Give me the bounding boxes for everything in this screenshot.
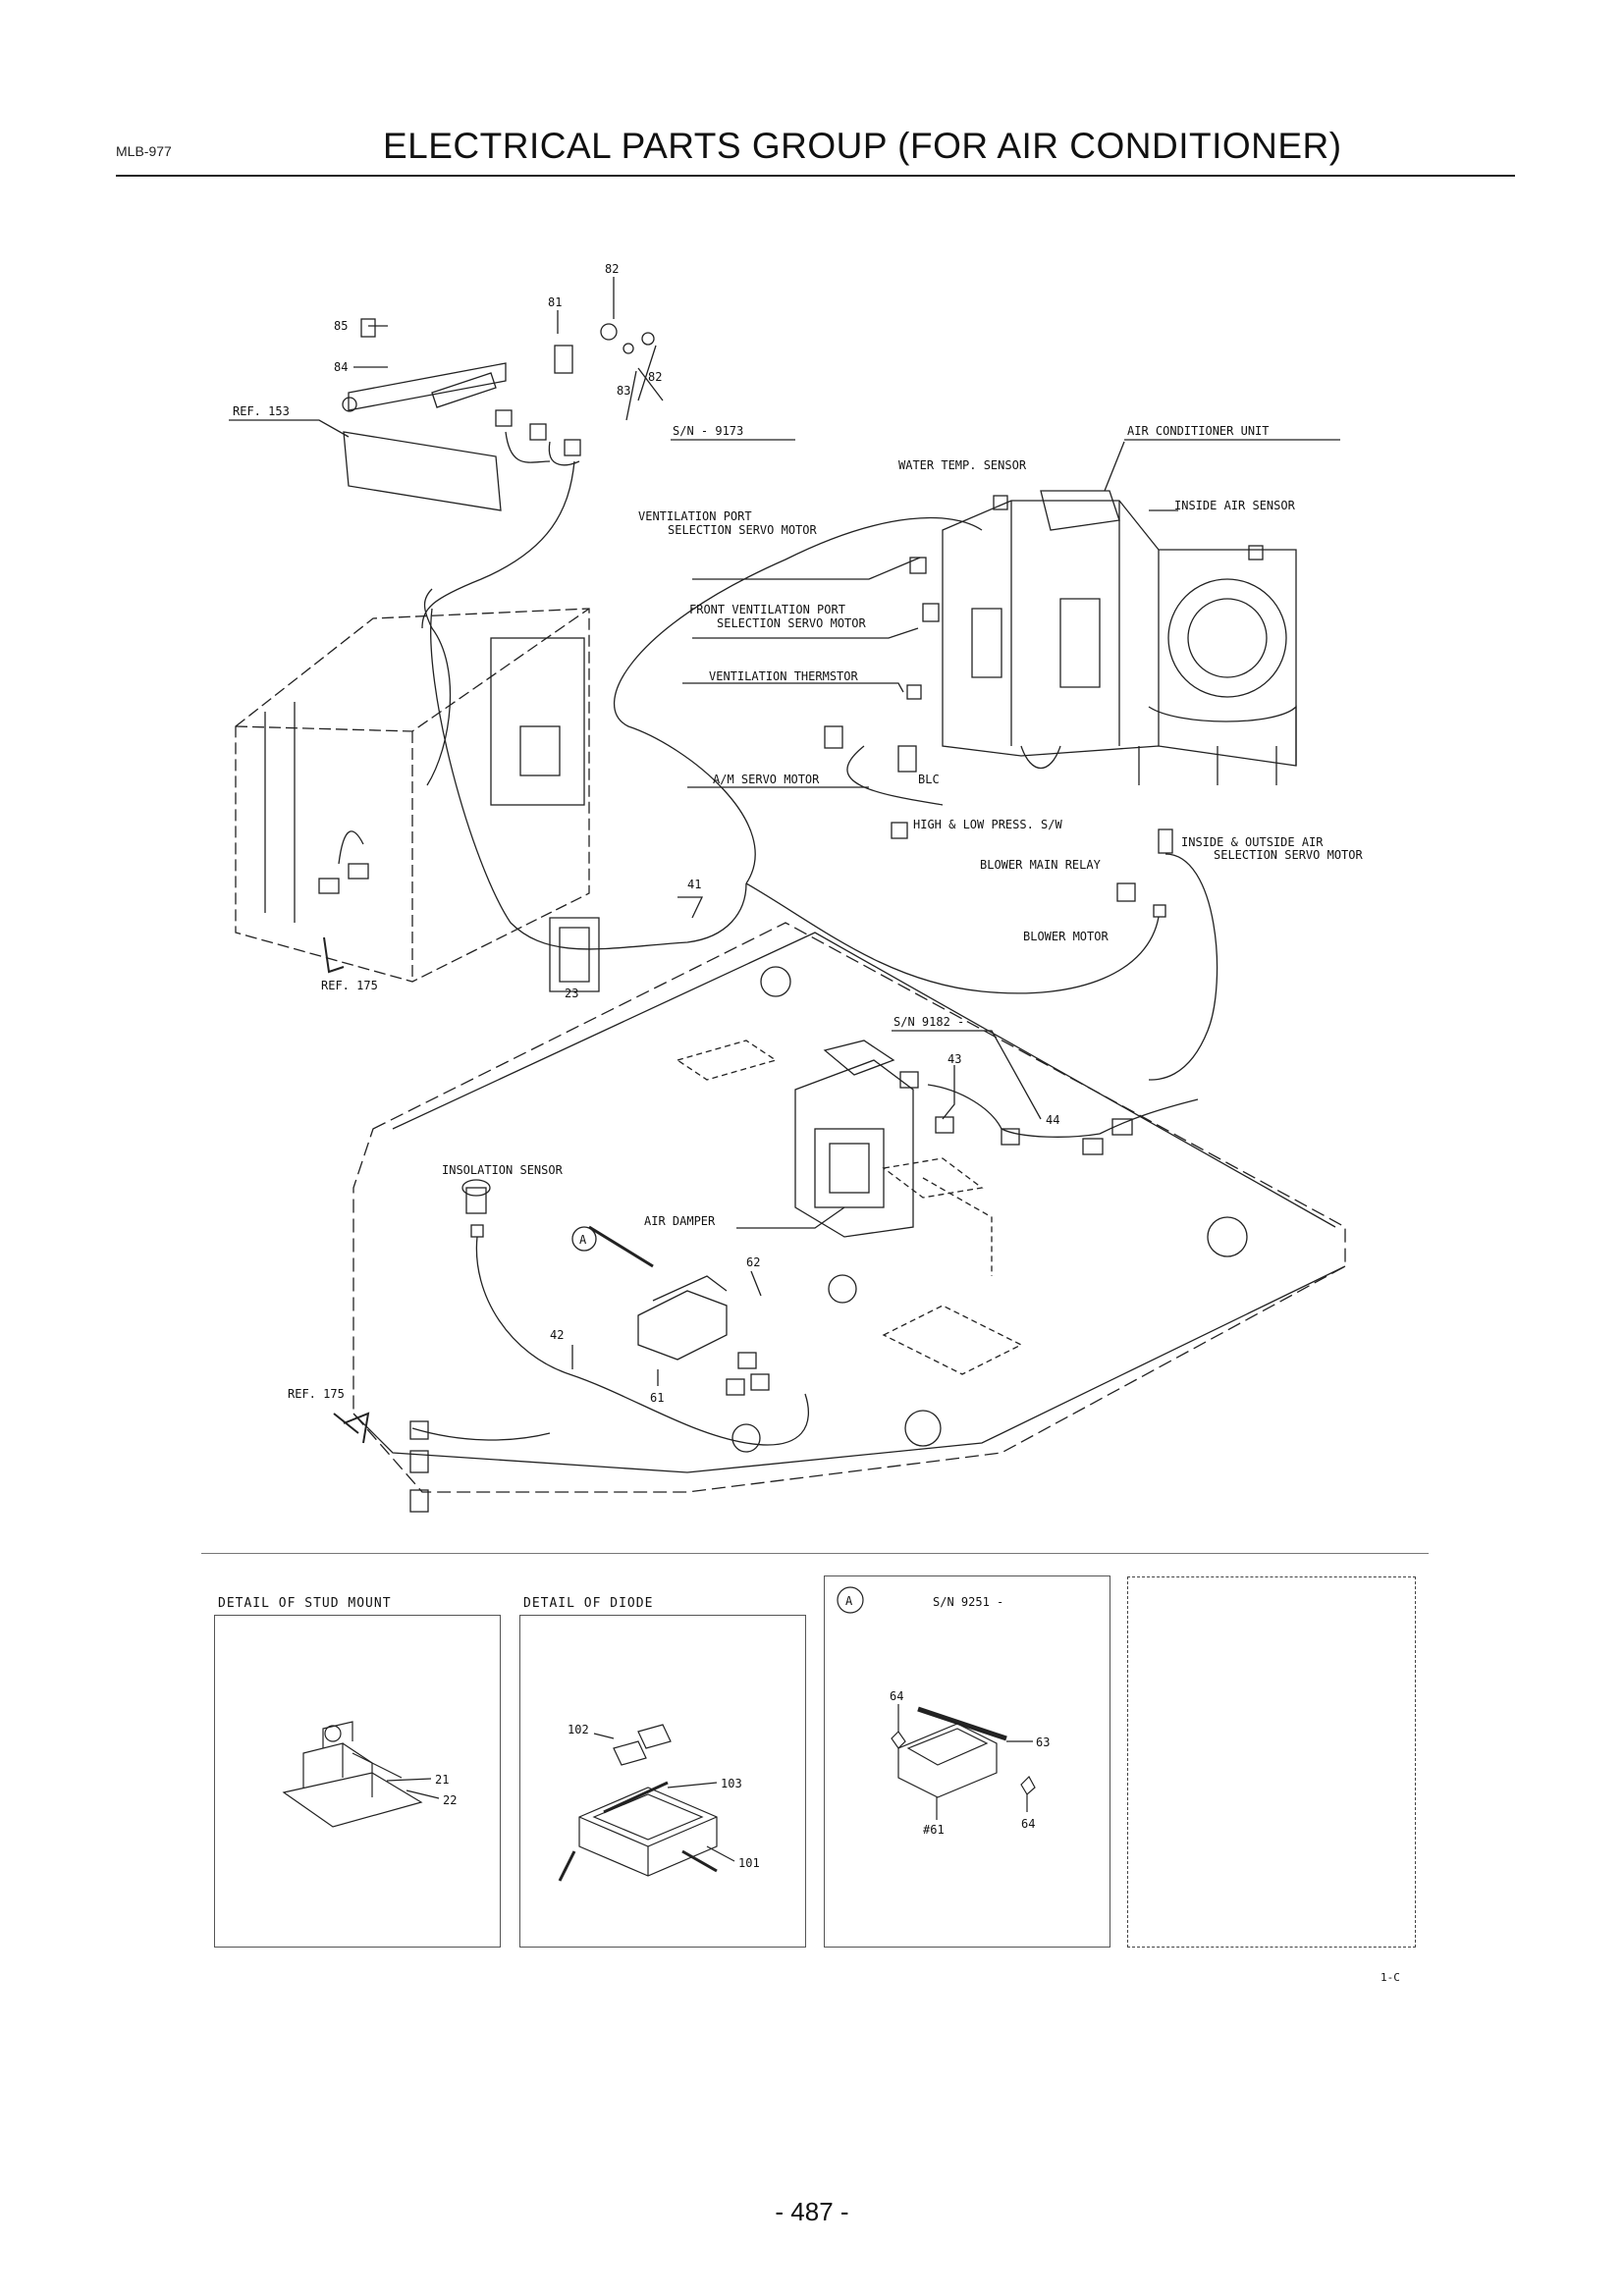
callout-83: 83 bbox=[617, 384, 630, 398]
page-title: ELECTRICAL PARTS GROUP (FOR AIR CONDITIO… bbox=[383, 126, 1342, 166]
label-insolation-sensor: INSOLATION SENSOR bbox=[442, 1163, 564, 1177]
serial-9173: S/N - 9173 bbox=[673, 424, 743, 438]
callout-102: 102 bbox=[568, 1723, 589, 1736]
ref-153: REF. 153 bbox=[233, 404, 290, 418]
serial-9182: S/N 9182 - bbox=[893, 1015, 964, 1029]
empty-detail-frame bbox=[1127, 1576, 1416, 1948]
sheet-code: 1-C bbox=[1380, 1971, 1400, 1984]
callout-84: 84 bbox=[334, 360, 348, 374]
caption-diode: DETAIL OF DIODE bbox=[523, 1596, 654, 1611]
label-blc: BLC bbox=[918, 773, 940, 786]
label-blower-main-relay: BLOWER MAIN RELAY bbox=[980, 858, 1102, 872]
label-blower-motor: BLOWER MOTOR bbox=[1023, 930, 1109, 943]
label-ventilation-thermistor: VENTILATION THERMSTOR bbox=[709, 669, 858, 683]
header-rule bbox=[116, 175, 1515, 177]
label-inside-outside-2: SELECTION SERVO MOTOR bbox=[1214, 848, 1363, 862]
callout-103: 103 bbox=[721, 1777, 742, 1790]
callout-21: 21 bbox=[435, 1773, 449, 1787]
callout-22: 22 bbox=[443, 1793, 457, 1807]
serial-9251: S/N 9251 - bbox=[933, 1595, 1003, 1609]
connector-61 bbox=[637, 1290, 728, 1361]
callout-42: 42 bbox=[550, 1328, 564, 1342]
air-conditioner-unit bbox=[942, 500, 1297, 767]
relay-81 bbox=[554, 345, 573, 374]
label-am-servo-motor: A/M SERVO MOTOR bbox=[713, 773, 820, 786]
detail-divider bbox=[201, 1553, 1429, 1554]
callout-82-top: 82 bbox=[605, 262, 619, 276]
callout-82-b: 82 bbox=[648, 370, 662, 384]
callout-23: 23 bbox=[565, 987, 578, 1000]
bracket-84 bbox=[348, 362, 507, 411]
callout-63: 63 bbox=[1036, 1735, 1050, 1749]
page-number: - 487 - bbox=[775, 2197, 849, 2226]
callout-61-ref: #61 bbox=[923, 1823, 945, 1837]
air-damper bbox=[794, 1059, 914, 1238]
label-ventilation-port-2: SELECTION SERVO MOTOR bbox=[668, 523, 817, 537]
ref-175-a: REF. 175 bbox=[321, 979, 378, 992]
callout-64-a: 64 bbox=[890, 1689, 903, 1703]
callout-64-b: 64 bbox=[1021, 1817, 1035, 1831]
callout-41: 41 bbox=[687, 878, 701, 891]
callout-101: 101 bbox=[738, 1856, 760, 1870]
view-a-marker: A bbox=[579, 1233, 587, 1247]
callout-85: 85 bbox=[334, 319, 348, 333]
panel-stud-mount: 21 22 bbox=[214, 1615, 501, 1948]
exploded-parts-diagram: 82 81 85 84 82 83 REF. 153 S/N - 9173 41… bbox=[229, 262, 1363, 1513]
label-air-conditioner-unit: AIR CONDITIONER UNIT bbox=[1127, 424, 1270, 438]
label-inside-air-sensor: INSIDE AIR SENSOR bbox=[1174, 499, 1296, 512]
caption-stud-mount: DETAIL OF STUD MOUNT bbox=[218, 1596, 392, 1611]
document-code: MLB-977 bbox=[116, 143, 172, 159]
label-front-ventilation-2: SELECTION SERVO MOTOR bbox=[717, 616, 866, 630]
callout-44: 44 bbox=[1046, 1113, 1059, 1127]
label-water-temp-sensor: WATER TEMP. SENSOR bbox=[898, 458, 1027, 472]
label-ventilation-port-1: VENTILATION PORT bbox=[638, 509, 752, 523]
label-high-low-press: HIGH & LOW PRESS. S/W bbox=[913, 818, 1062, 831]
label-inside-outside-1: INSIDE & OUTSIDE AIR bbox=[1181, 835, 1324, 849]
label-front-ventilation-1: FRONT VENTILATION PORT bbox=[689, 603, 845, 616]
ref-175-b: REF. 175 bbox=[288, 1387, 345, 1401]
mount-plate-153 bbox=[343, 431, 502, 511]
panel-diode: 102 103 101 bbox=[519, 1615, 806, 1948]
callout-62: 62 bbox=[746, 1255, 760, 1269]
label-air-damper: AIR DAMPER bbox=[644, 1214, 716, 1228]
panel-view-a: A S/N 9251 - 64 63 #61 64 bbox=[824, 1575, 1110, 1948]
callout-43: 43 bbox=[947, 1052, 961, 1066]
callout-81: 81 bbox=[548, 295, 562, 309]
view-a-label: A bbox=[845, 1594, 853, 1608]
bolt-85 bbox=[360, 318, 376, 338]
callout-61: 61 bbox=[650, 1391, 664, 1405]
